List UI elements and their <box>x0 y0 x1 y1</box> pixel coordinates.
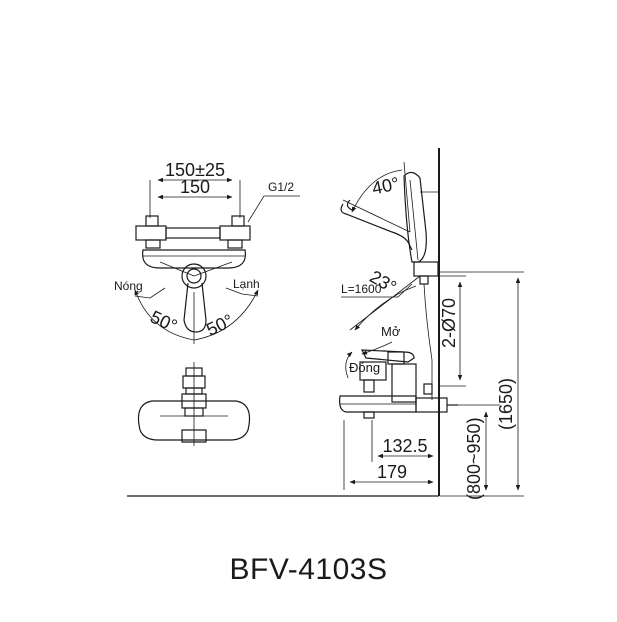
cold-label: Lạnh <box>233 277 260 291</box>
dim-179-label: 179 <box>377 462 407 482</box>
front-view: 150±25 150 G1/2 Nóng Lạnh 50° 50° <box>114 160 300 344</box>
thread-label: G1/2 <box>268 180 294 194</box>
bottom-view <box>137 362 251 446</box>
dim-1650-label: (1650) <box>496 378 516 430</box>
side-view: 40° 23° L=1600 2-Ø70 Mở Đóng <box>127 148 524 500</box>
dim-800-950-label: (800~950) <box>464 417 484 500</box>
hot-label: Nóng <box>114 279 143 293</box>
dim-150-25: 150±25 <box>165 160 225 180</box>
model-title: BFV-4103S <box>229 553 388 586</box>
angle-left-label: 50° <box>147 307 180 337</box>
close-label: Đóng <box>349 360 380 375</box>
angle-right-label: 50° <box>203 310 236 340</box>
dim-132-5-label: 132.5 <box>382 436 427 456</box>
angle-40-label: 40° <box>370 173 401 198</box>
hose-length-label: L=1600 <box>341 282 382 296</box>
dim-150: 150 <box>180 177 210 197</box>
open-label: Mở <box>381 324 401 339</box>
dim-2-d70-label: 2-Ø70 <box>439 298 459 348</box>
